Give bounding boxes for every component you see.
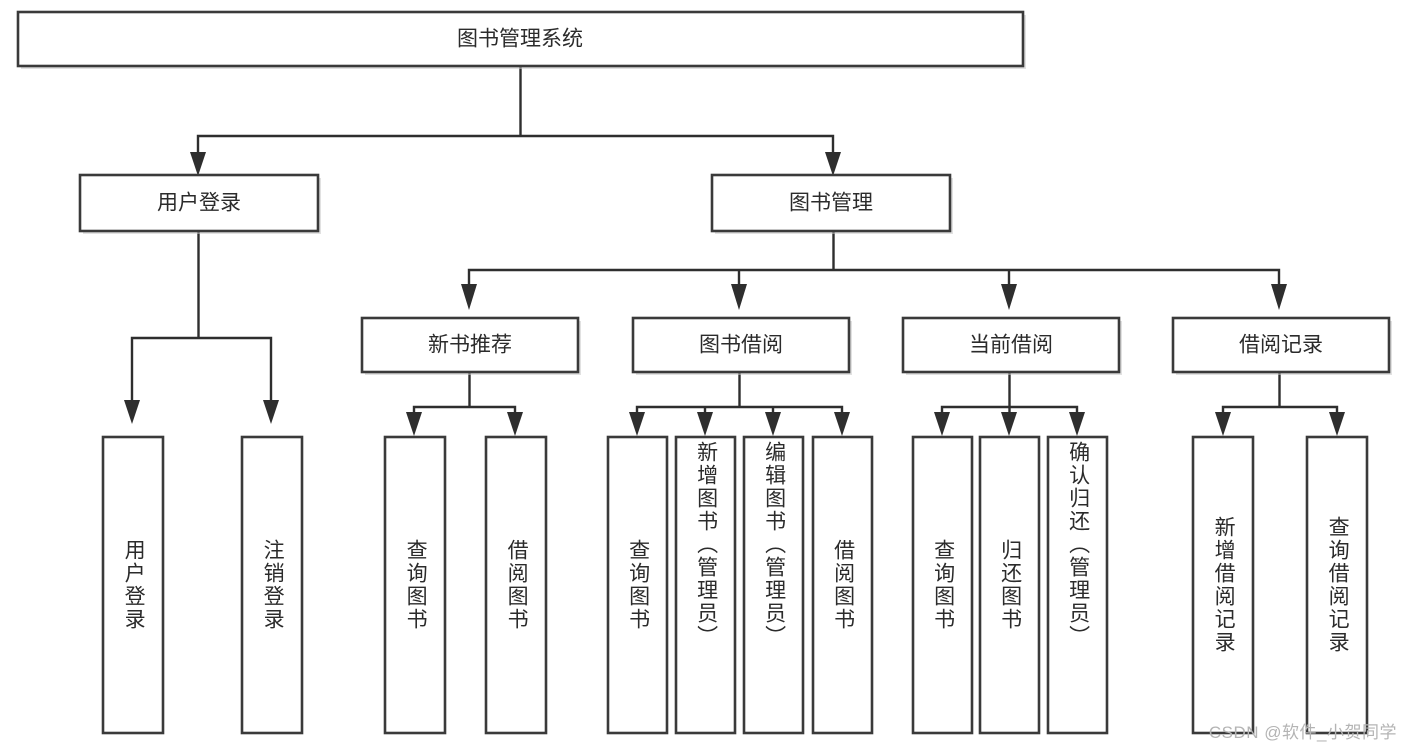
arrowhead-current-borrow [1001,284,1017,310]
arrowhead-leaf-borrow-book-rec [507,412,523,436]
node-current-borrow[interactable]: 当前借阅 [901,316,1122,375]
leaf-return-book-box[interactable] [978,435,1041,735]
arrowhead-user-login [190,152,206,176]
leaf-add-book-box[interactable] [674,435,737,735]
csdn-watermark: CSDN @软件_小贺同学 [1208,723,1397,742]
leaf-query-record-box[interactable] [1305,435,1369,735]
arrowhead-leaf-confirm-return [1069,412,1085,436]
node-user-login[interactable]: 用户登录 [78,173,321,234]
edge-bookborrow-bus [635,371,844,418]
leaf-query-book-borrow-box[interactable] [606,435,669,735]
node-borrow-record[interactable]: 借阅记录 [1171,316,1392,375]
node-book-borrow-box[interactable] [631,316,851,374]
connector-layer [124,64,1345,436]
edge-newbookrec-bus [412,371,517,418]
node-book-manage-box[interactable] [710,173,952,233]
node-new-book-rec[interactable]: 新书推荐 [360,316,581,375]
arrowhead-borrow-record [1271,284,1287,310]
arrowhead-leaf-query-book-rec [406,412,422,436]
leaf-confirm-return-box[interactable] [1046,435,1109,735]
arrowhead-leaf-query-book-borrow [629,412,645,436]
node-new-book-rec-label: 新书推荐 [428,334,512,357]
arrowhead-leaf-query-record [1329,412,1345,436]
arrowhead-leaf-borrow-book [834,412,850,436]
leaf-logout-box[interactable] [240,435,304,735]
node-book-borrow-label: 图书借阅 [699,334,783,357]
node-root[interactable]: 图书管理系统 [16,10,1026,69]
edge-root-bus [196,64,835,160]
leaf-edit-book-box[interactable] [742,435,805,735]
arrowhead-book-manage [825,152,841,176]
arrowhead-book-borrow [731,284,747,310]
leaf-borrow-book-box[interactable] [811,435,874,735]
node-root-label: 图书管理系统 [457,28,583,51]
node-new-book-rec-box[interactable] [360,316,580,374]
edge-bookmanage-bus [467,230,1281,290]
leaf-add-record-box[interactable] [1191,435,1255,735]
node-book-manage-label: 图书管理 [789,192,873,215]
arrowhead-leaf-user-login [124,400,140,424]
edge-borrowrecord-bus [1221,371,1339,418]
node-root-box[interactable] [16,10,1025,68]
node-borrow-record-label: 借阅记录 [1239,334,1323,357]
leaf-user-login-box[interactable] [101,435,165,735]
node-current-borrow-box[interactable] [901,316,1121,374]
node-borrow-record-box[interactable] [1171,316,1391,374]
leaf-query-book-cur-box[interactable] [911,435,974,735]
arrowhead-leaf-return-book [1001,412,1017,436]
leaf-boxes-layer [101,435,1369,735]
node-book-manage[interactable]: 图书管理 [710,173,953,234]
node-book-borrow[interactable]: 图书借阅 [631,316,852,375]
arrowhead-leaf-logout [263,400,279,424]
arrowhead-leaf-query-book-cur [934,412,950,436]
arrowhead-new-book-rec [461,284,477,310]
arrowhead-leaf-add-record [1215,412,1231,436]
edge-userlogin-bus [130,230,273,406]
arrowhead-leaf-add-book [697,412,713,436]
arrowhead-leaf-edit-book [765,412,781,436]
node-user-login-label: 用户登录 [157,192,241,215]
node-user-login-box[interactable] [78,173,320,233]
leaf-query-book-rec-box[interactable] [383,435,447,735]
node-current-borrow-label: 当前借阅 [969,334,1053,357]
leaf-borrow-book-rec-box[interactable] [484,435,548,735]
edge-currentborrow-bus [940,371,1079,418]
